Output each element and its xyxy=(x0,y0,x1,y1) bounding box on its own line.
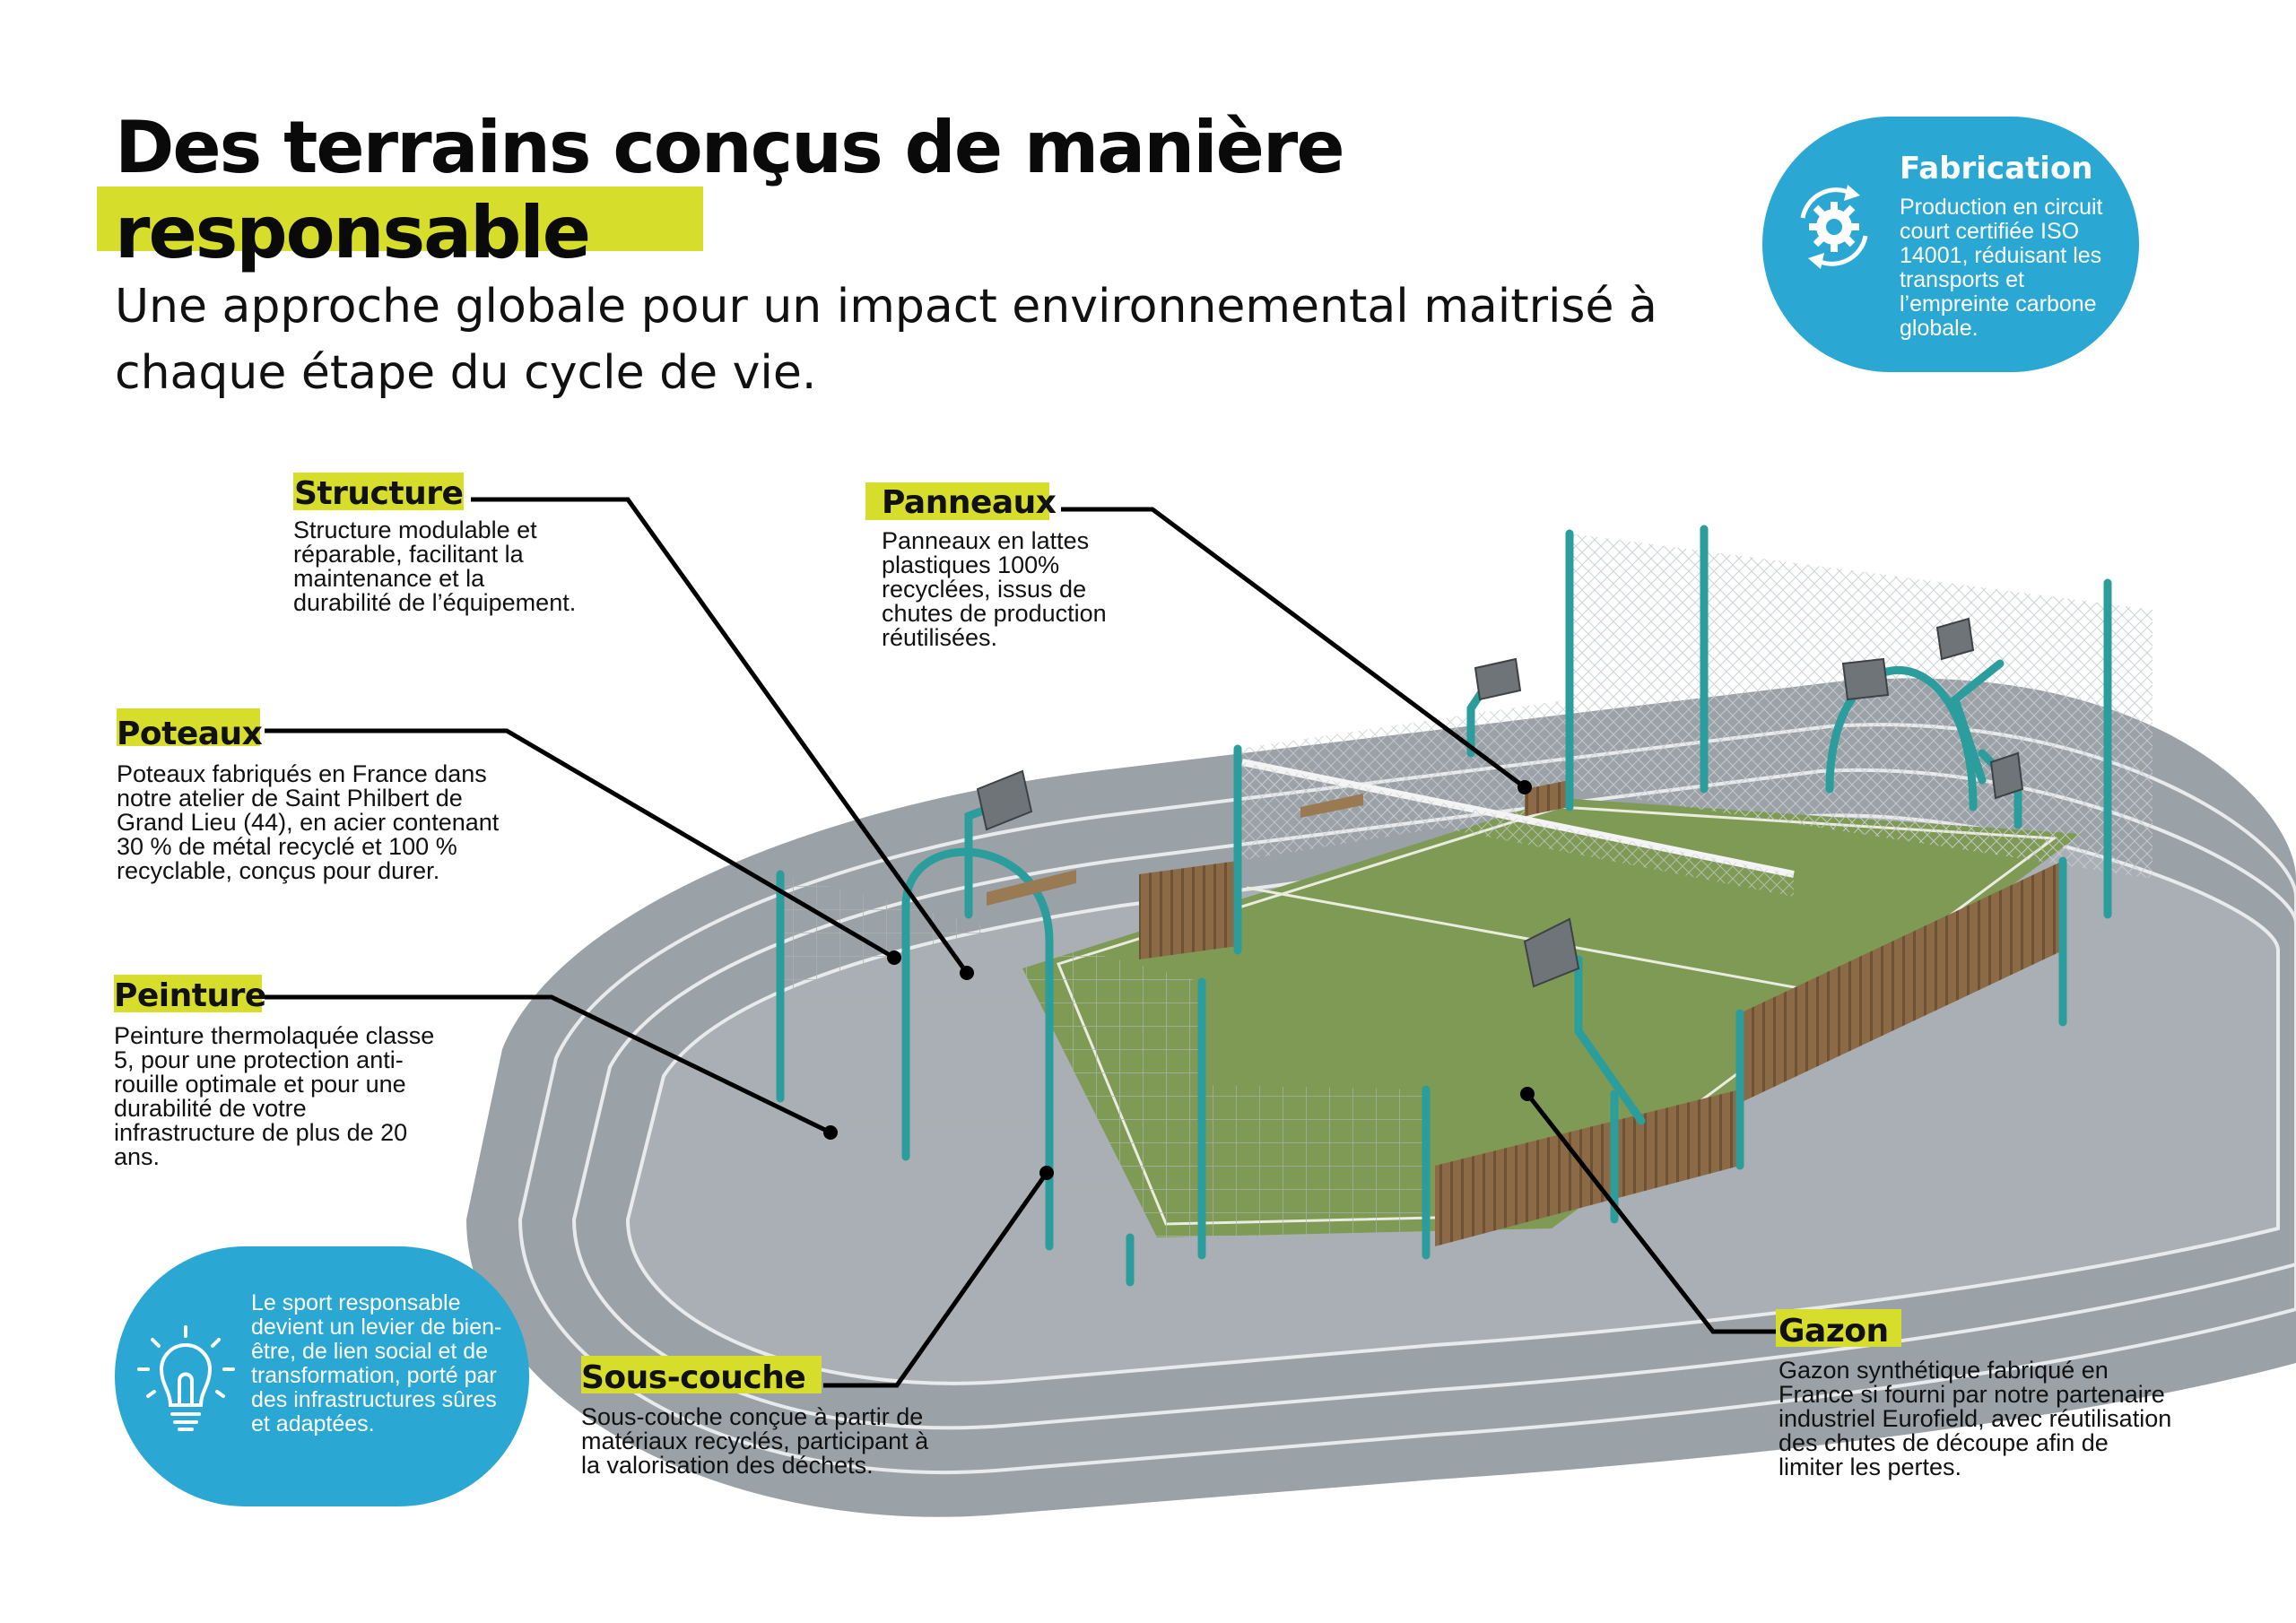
structure-highlight xyxy=(293,473,464,510)
peinture-dot xyxy=(823,1125,838,1140)
sous-couche-text: Sous-couche conçue à partir de matériaux… xyxy=(581,1403,929,1479)
structure-leader xyxy=(471,497,970,975)
poteaux-text: Poteaux fabriqués en France dans notre a… xyxy=(117,760,500,884)
gazon-leader xyxy=(1526,1092,1780,1334)
peinture-label: Peinture xyxy=(114,977,266,1014)
gazon-text: Gazon synthétique fabriqué en France si … xyxy=(1779,1357,2172,1480)
sport-bubble: Le sport responsable devient un levier d… xyxy=(115,1246,529,1506)
peinture-leader xyxy=(265,994,832,1135)
poteaux-dot xyxy=(887,950,901,965)
page-subtitle: Une approche globale pour un impact envi… xyxy=(115,280,1657,400)
sous-couche-label: Sous-couche xyxy=(581,1359,806,1396)
sport-text: Le sport responsable devient un levier d… xyxy=(251,1290,502,1436)
gazon-highlight xyxy=(1776,1309,1901,1347)
recycle-gear-icon xyxy=(1800,185,1868,269)
fabrication-text: Production en circuit court certifiée IS… xyxy=(1900,195,2103,341)
poteaux-leader xyxy=(265,728,896,960)
page-title-line1: Des terrains conçus de manière xyxy=(115,106,1345,189)
panneaux-label: Panneaux xyxy=(882,484,1057,521)
gazon-dot xyxy=(1520,1087,1535,1101)
sous-couche-highlight xyxy=(581,1356,822,1393)
structure-text: Structure modulable et réparable, facili… xyxy=(293,516,577,616)
peinture-highlight xyxy=(114,975,262,1012)
panneaux-dot xyxy=(1518,780,1532,794)
panneaux-highlight xyxy=(865,482,1049,520)
page-title-line2: responsable xyxy=(115,191,591,274)
fabrication-title: Fabrication xyxy=(1900,151,2093,187)
sous-couche-dot xyxy=(1039,1166,1054,1180)
poteaux-highlight xyxy=(117,708,260,746)
sous-couche-leader xyxy=(823,1171,1049,1388)
title-highlight xyxy=(97,187,703,251)
peinture-text: Peinture thermolaquée classe 5, pour une… xyxy=(114,1022,435,1170)
poteaux-label: Poteaux xyxy=(117,716,263,752)
lightbulb-icon xyxy=(137,1325,235,1431)
gazon-label: Gazon xyxy=(1779,1313,1889,1350)
fabrication-bubble: Fabrication Production en circuit court … xyxy=(1762,117,2139,372)
panneaux-leader xyxy=(1061,507,1526,790)
structure-label: Structure xyxy=(294,475,464,512)
panneaux-text: Panneaux en lattes plastiques 100% recyc… xyxy=(882,527,1107,651)
structure-dot xyxy=(960,966,974,980)
